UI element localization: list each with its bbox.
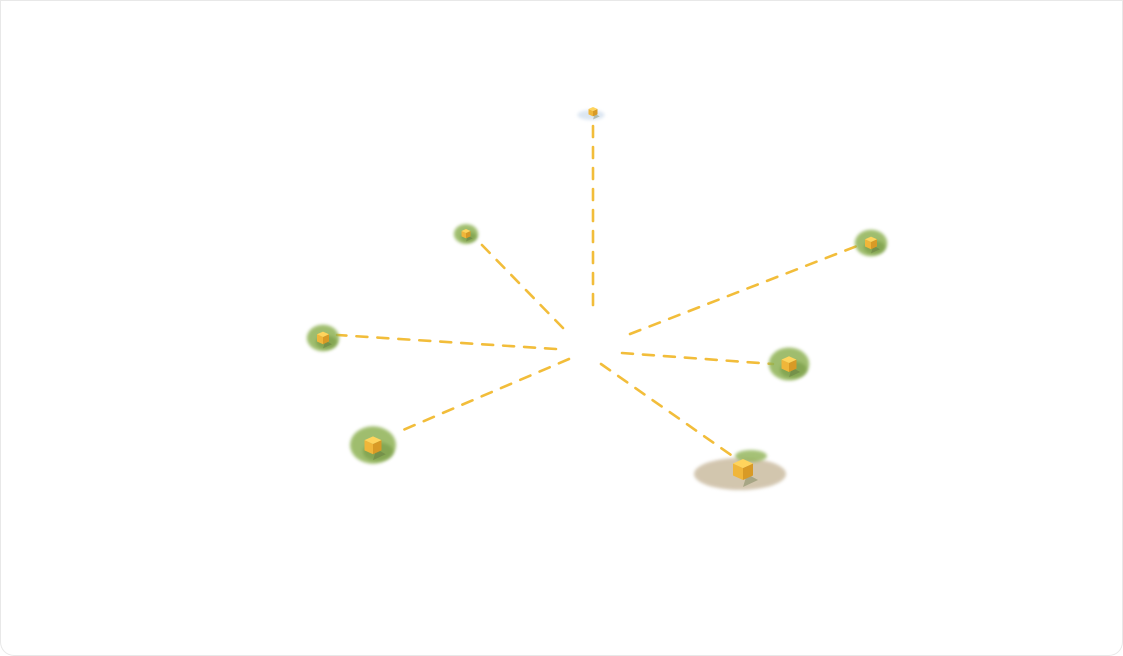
cube-icon bbox=[461, 228, 473, 242]
node-layer bbox=[306, 106, 888, 490]
connector-line-west bbox=[335, 333, 558, 351]
node-north-west[interactable] bbox=[453, 224, 479, 244]
cube-icon bbox=[588, 106, 600, 120]
connector-line-east bbox=[620, 351, 775, 366]
connector-line-north-east bbox=[628, 244, 859, 336]
connector-line-south-east bbox=[599, 362, 733, 457]
cube-icon bbox=[865, 236, 880, 254]
cube-icon bbox=[317, 331, 332, 349]
node-north-east[interactable] bbox=[854, 229, 888, 257]
node-north[interactable] bbox=[577, 106, 605, 120]
connector-line-south-west bbox=[394, 357, 571, 435]
node-south-east[interactable] bbox=[694, 450, 786, 490]
cube-icon bbox=[733, 459, 758, 487]
node-south-west[interactable] bbox=[350, 426, 396, 464]
cube-icon bbox=[364, 436, 386, 461]
cube-icon bbox=[781, 356, 801, 378]
connector-layer bbox=[335, 118, 859, 457]
connector-line-north-west bbox=[478, 241, 565, 330]
grass-tuft bbox=[735, 450, 767, 462]
node-west[interactable] bbox=[306, 324, 340, 352]
node-east[interactable] bbox=[768, 347, 810, 381]
